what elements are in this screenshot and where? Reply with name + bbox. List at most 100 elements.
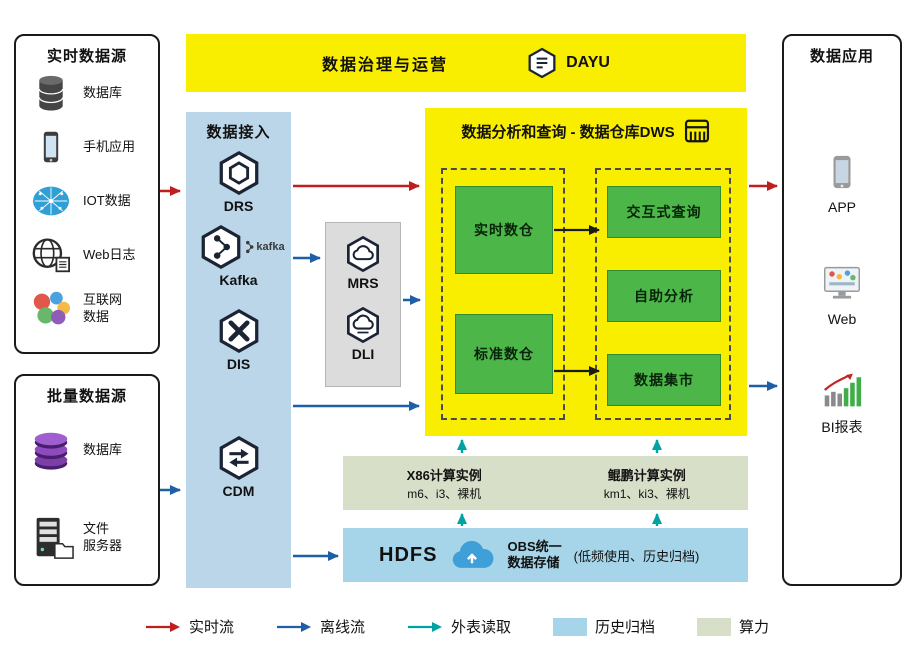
kafka-wordmark: kafka — [245, 240, 285, 254]
warehouse-icon — [684, 119, 709, 143]
red-arrow-icon — [145, 621, 180, 632]
service-label: DRS — [223, 198, 254, 214]
kafka-icon — [202, 225, 241, 269]
purple-database-icon — [28, 428, 74, 472]
applications-title: 数据应用 — [809, 48, 874, 65]
obs-note: (低频使用、历史归档) — [573, 548, 700, 564]
dws-analysis-group: 交互式查询 自助分析 数据集市 — [595, 168, 731, 420]
x86-compute: X86计算实例 m6、i3、裸机 — [343, 456, 546, 510]
source-label: IOT数据 — [83, 192, 131, 208]
legend-realtime: 实时流 — [145, 616, 234, 637]
app-item-app: APP — [784, 152, 900, 215]
storage-panel: HDFS OBS统一 数据存储 (低频使用、历史归档) — [343, 528, 748, 582]
legend-offline: 离线流 — [276, 616, 365, 637]
service-drs: DRS — [186, 150, 291, 214]
legend-archive: 历史归档 — [553, 616, 655, 637]
source-label: 互联网 数据 — [83, 292, 123, 324]
obs-title: OBS统一 数据存储 — [507, 538, 562, 570]
archive-swatch — [553, 617, 587, 636]
obs-cloud-icon — [453, 540, 494, 568]
service-mrs: MRS — [326, 235, 400, 291]
batch-sources-title: 批量数据源 — [46, 388, 127, 405]
legend-label: 实时流 — [188, 619, 234, 636]
ingestion-title: 数据接入 — [206, 124, 271, 141]
dayu-icon — [528, 47, 556, 79]
dli-icon — [347, 306, 379, 344]
standard-warehouse-box: 标准数仓 — [455, 314, 553, 394]
service-label: DLI — [351, 346, 375, 362]
app-label: APP — [827, 199, 856, 215]
internet-data-icon — [28, 290, 74, 328]
source-database: 数据库 — [16, 66, 158, 120]
realtime-sources-panel: 实时数据源 数据库 手机应用 IOT数据 Web日志 — [14, 34, 160, 354]
batch-sources-panel: 批量数据源 数据库 文件 服务器 — [14, 374, 160, 586]
mrs-icon — [347, 235, 379, 273]
file-server-icon — [28, 515, 74, 561]
blue-arrow-icon — [276, 621, 311, 632]
ingestion-panel: 数据接入 DRS kafka Kafka DIS CDM — [186, 112, 291, 588]
phone-icon — [28, 127, 74, 167]
legend: 实时流 离线流 外表读取 历史归档 算力 — [0, 616, 914, 637]
service-label: Kafka — [219, 272, 258, 288]
dayu-logo: DAYU — [526, 47, 610, 79]
service-kafka: kafka Kafka — [186, 224, 291, 288]
source-weblog: Web日志 — [16, 228, 158, 282]
source-batch-database: 数据库 — [16, 406, 158, 494]
hdfs-label: HDFS — [379, 543, 438, 566]
kafka-wordmark-text: kafka — [256, 241, 285, 253]
source-label: 数据库 — [83, 84, 123, 100]
kunpeng-title: 鲲鹏计算实例 — [607, 467, 686, 483]
service-label: CDM — [222, 483, 255, 499]
x86-subtitle: m6、i3、裸机 — [407, 486, 482, 501]
app-phone-icon — [833, 155, 851, 189]
source-label: Web日志 — [83, 246, 136, 262]
governance-title: 数据治理与运营 — [322, 57, 449, 74]
service-label: MRS — [347, 275, 379, 291]
kunpeng-compute: 鲲鹏计算实例 km1、ki3、裸机 — [546, 456, 749, 510]
compute-panel: X86计算实例 m6、i3、裸机 鲲鹏计算实例 km1、ki3、裸机 — [343, 456, 748, 510]
legend-label: 历史归档 — [595, 619, 656, 636]
legend-label: 离线流 — [319, 619, 365, 636]
dws-title: 数据分析和查询 - 数据仓库DWS — [461, 123, 675, 141]
service-dli: DLI — [326, 306, 400, 362]
source-file-server: 文件 服务器 — [16, 494, 158, 582]
database-icon — [28, 73, 74, 113]
legend-external: 外表读取 — [407, 616, 511, 637]
app-label: Web — [827, 311, 857, 327]
source-label: 文件 服务器 — [83, 521, 123, 553]
dws-title-row: 数据分析和查询 - 数据仓库DWS — [425, 118, 747, 144]
app-item-bi: BI报表 — [784, 370, 900, 437]
applications-panel: 数据应用 APP Web BI报表 — [782, 34, 902, 586]
service-dis: DIS — [186, 308, 291, 372]
processing-panel: MRS DLI — [325, 222, 401, 387]
source-internet-data: 互联网 数据 — [16, 282, 158, 336]
compute-swatch — [697, 617, 732, 636]
source-label: 数据库 — [83, 441, 123, 457]
web-monitor-icon — [824, 266, 860, 299]
app-item-web: Web — [784, 264, 900, 327]
app-label: BI报表 — [821, 419, 863, 435]
dis-icon — [219, 309, 258, 353]
cdm-icon — [219, 436, 258, 480]
weblog-icon — [28, 236, 74, 274]
dws-warehouse-group: 实时数仓 标准数仓 — [441, 168, 565, 420]
service-cdm: CDM — [186, 435, 291, 499]
realtime-warehouse-box: 实时数仓 — [455, 186, 553, 274]
teal-arrow-icon — [407, 621, 442, 632]
source-iot: IOT数据 — [16, 174, 158, 228]
self-service-analysis-box: 自助分析 — [607, 270, 721, 322]
legend-label: 外表读取 — [450, 619, 511, 636]
source-label: 手机应用 — [83, 138, 136, 154]
x86-title: X86计算实例 — [406, 467, 482, 483]
kafka-logo-glyph — [246, 240, 254, 254]
interactive-query-box: 交互式查询 — [607, 186, 721, 238]
iot-icon — [28, 183, 74, 219]
realtime-sources-title: 实时数据源 — [46, 48, 127, 65]
bi-chart-icon — [824, 373, 862, 407]
legend-compute: 算力 — [697, 616, 769, 637]
kunpeng-subtitle: km1、ki3、裸机 — [603, 486, 690, 501]
service-label: DIS — [226, 356, 251, 372]
data-mart-box: 数据集市 — [607, 354, 721, 406]
source-mobile-app: 手机应用 — [16, 120, 158, 174]
